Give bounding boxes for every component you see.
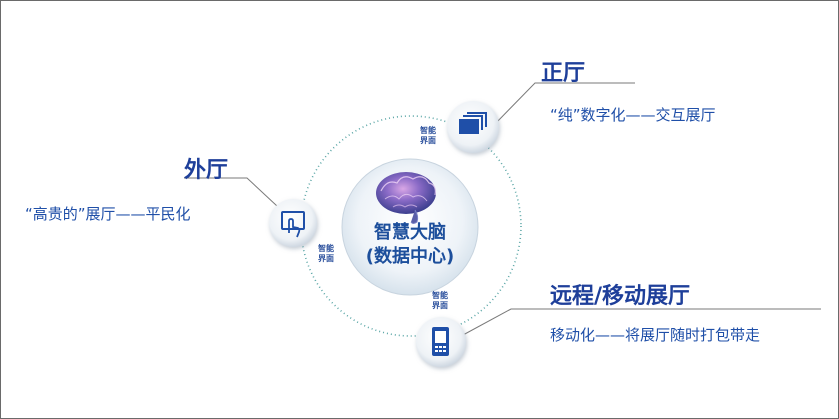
- main-hall-description: “纯”数字化——交互展厅: [550, 106, 716, 124]
- main-hall-title: 正厅: [541, 61, 586, 86]
- mobile-phone-icon: [432, 327, 449, 356]
- outer-hall-title: 外厅: [184, 158, 229, 183]
- remote-hall-badge-line2: 界面: [432, 301, 448, 310]
- leader-line-main-hall: [492, 82, 635, 127]
- main-hall-badge-line2: 界面: [420, 136, 436, 145]
- remote-hall-title: 远程/移动展厅: [550, 284, 691, 309]
- outer-hall-badge-line2: 界面: [318, 254, 334, 263]
- outer-hall-description: “高贵的”展厅——平民化: [25, 205, 191, 223]
- windows-stack-icon: [459, 112, 487, 134]
- leader-line-outer-hall: [184, 177, 278, 207]
- outer-hall-badge: 智能 界面: [311, 244, 341, 264]
- remote-hall-description: 移动化——将展厅随时打包带走: [550, 326, 761, 344]
- outer-hall-badge-line1: 智能: [318, 244, 334, 253]
- touch-screen-icon: [281, 211, 305, 238]
- leader-line-remote-hall: [462, 308, 821, 336]
- remote-hall-badge: 智能 界面: [425, 291, 455, 311]
- main-hall-badge: 智能 界面: [413, 126, 443, 146]
- brain-icon: [376, 172, 436, 224]
- center-title-line1: 智慧大脑: [374, 222, 446, 243]
- remote-hall-badge-line1: 智能: [432, 291, 448, 300]
- orbit-ring: [300, 115, 522, 337]
- main-hall-badge-line1: 智能: [420, 126, 436, 135]
- center-title-line2: (数据中心): [365, 246, 455, 267]
